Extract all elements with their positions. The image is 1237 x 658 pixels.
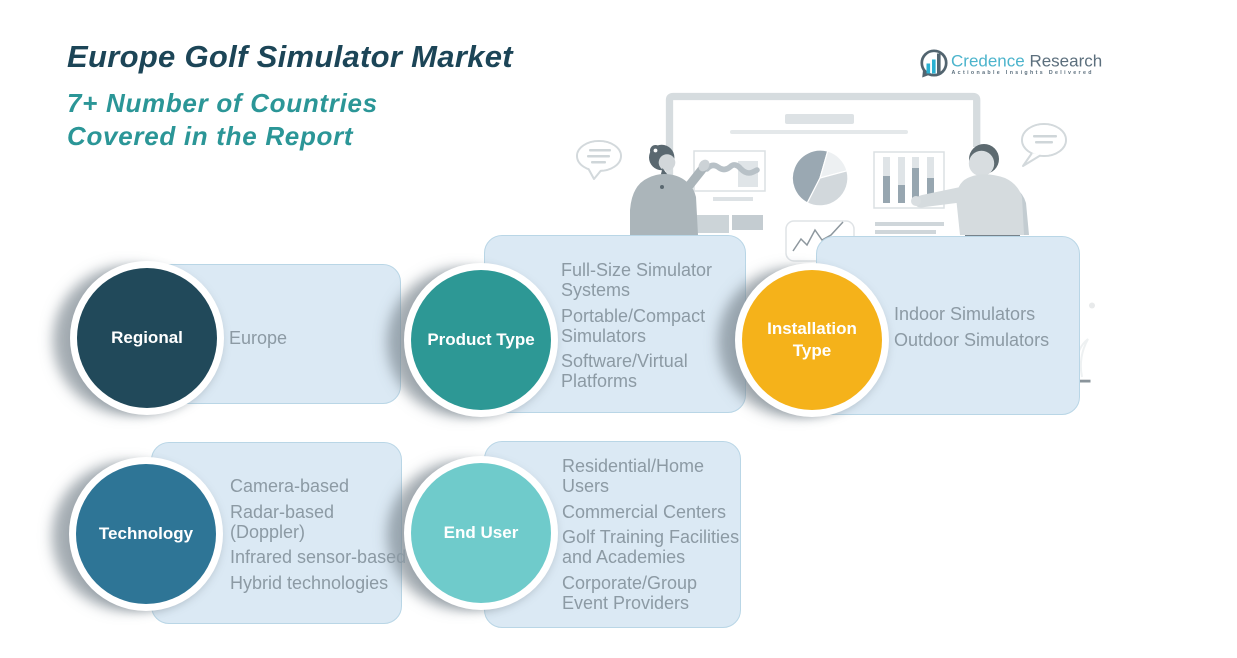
svg-text:Credence Research: Credence Research [951,52,1102,71]
svg-text:Actionable Insights Delivered: Actionable Insights Delivered [952,70,1094,76]
